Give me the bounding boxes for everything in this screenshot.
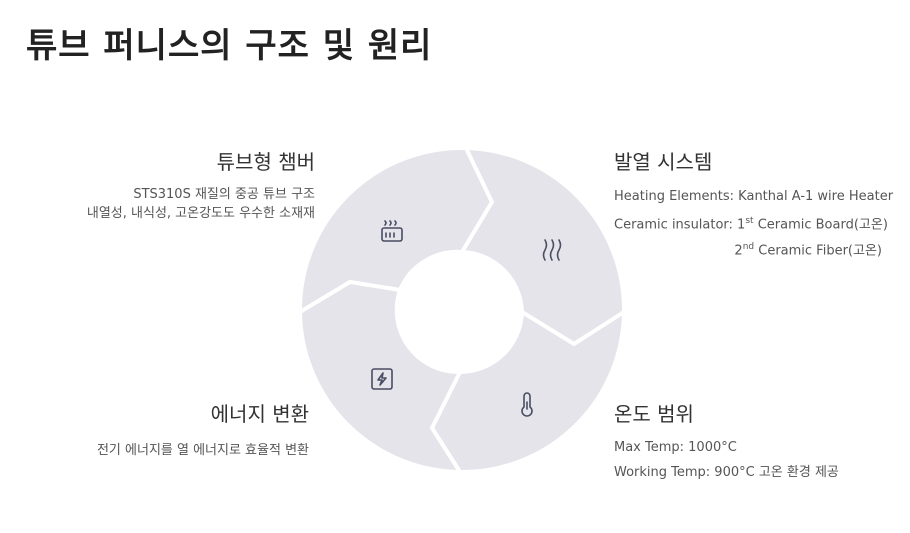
segment-heating	[458, 145, 627, 347]
heating-desc-2: Ceramic insulator: 1st Ceramic Board(고온)	[614, 212, 888, 234]
heating-desc-1: Heating Elements: Kanthal A-1 wire Heate…	[614, 189, 894, 204]
page-title: 튜브 퍼니스의 구조 및 원리	[26, 26, 433, 66]
chamber-block: 튜브형 챔버 STS310S 재질의 중공 튜브 구조 내열성, 내식성, 고온…	[87, 146, 315, 223]
heater-icon	[381, 220, 403, 242]
lightning-icon	[371, 368, 393, 390]
temperature-block: 온도 범위	[614, 398, 694, 427]
heating-desc-2-post: Ceramic Board(고온)	[753, 217, 888, 233]
segment-temperature	[429, 308, 627, 475]
heating-desc-3-sup: nd	[742, 242, 755, 252]
heating-desc-3-post: Ceramic Fiber(고온)	[754, 243, 882, 259]
energy-block: 에너지 변환 전기 에너지를 열 에너지로 효율적 변환	[97, 398, 309, 460]
energy-heading: 에너지 변환	[210, 402, 309, 426]
heating-block: 발열 시스템	[614, 146, 712, 175]
heating-desc-2-sup: st	[745, 216, 754, 226]
temperature-desc-1: Max Temp: 1000°C	[614, 440, 737, 455]
thermometer-icon	[521, 392, 533, 417]
temperature-heading: 온도 범위	[614, 402, 694, 426]
chamber-desc-1: STS310S 재질의 중공 튜브 구조	[133, 187, 315, 202]
segment-chamber	[297, 145, 495, 316]
heat-waves-icon	[542, 239, 562, 261]
heating-desc-2-pre: Ceramic insulator: 1	[614, 217, 746, 233]
heating-desc-3: 2nd Ceramic Fiber(고온)	[734, 238, 882, 260]
chamber-heading: 튜브형 챔버	[216, 150, 315, 174]
heating-desc-3-pre: 2	[734, 243, 743, 259]
temperature-desc-2: Working Temp: 900°C 고온 환경 제공	[614, 465, 839, 480]
heating-heading: 발열 시스템	[614, 150, 713, 174]
chamber-desc-2: 내열성, 내식성, 고온강도도 우수한 소재재	[86, 206, 315, 221]
energy-desc-1: 전기 에너지를 열 에너지로 효율적 변환	[96, 443, 309, 458]
